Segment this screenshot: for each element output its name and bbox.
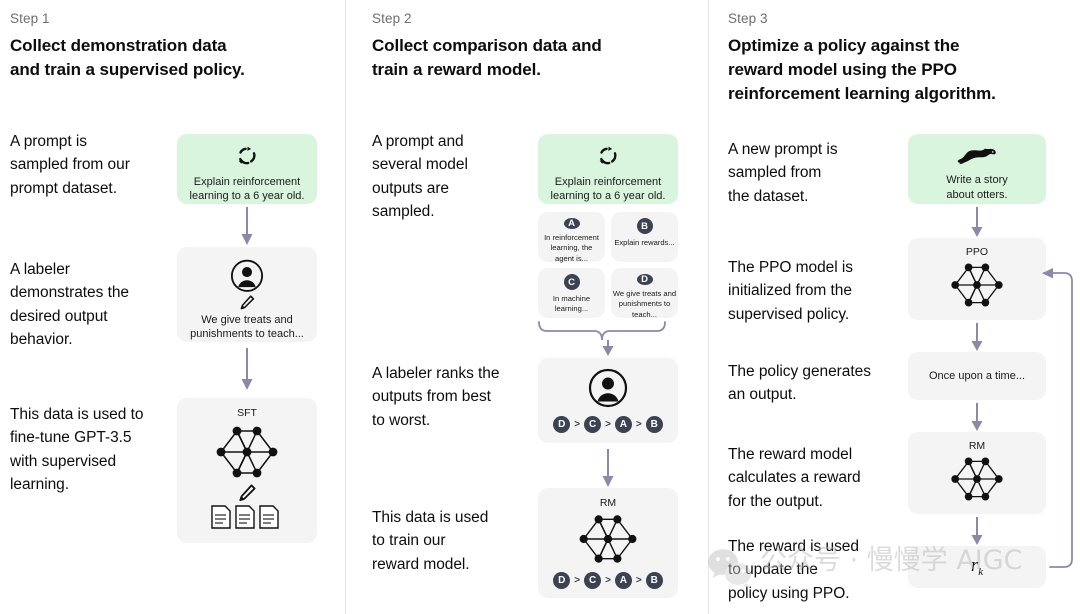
rank-separator: >: [574, 575, 581, 586]
arrow-down: [971, 403, 983, 431]
step-1-title: Collect demonstration data and train a s…: [10, 36, 245, 80]
arrow-down: [971, 323, 983, 351]
pencil-icon: [239, 484, 256, 502]
arrowhead: [238, 160, 244, 164]
step-3-title: Optimize a policy against the reward mod…: [728, 36, 996, 104]
option-text-d: We give treats and punishments to teach.…: [612, 289, 677, 319]
option-badge-b: B: [636, 218, 653, 234]
step-3-column: Step 3 Optimize a policy against the rew…: [708, 0, 1080, 614]
step-2-prompt-caption: Explain reinforcement learning to a 6 ye…: [550, 175, 666, 203]
reward-value: rk: [971, 555, 983, 578]
column-divider-1: [345, 0, 346, 614]
step-1-paragraph-3: This data is used to fine-tune GPT-3.5 w…: [10, 406, 144, 493]
rank-badge-2: C: [584, 572, 602, 589]
option-badge-d: D: [636, 274, 653, 285]
rank-badge-2: C: [584, 416, 602, 433]
ranking-row: D > C > A > B: [553, 572, 663, 589]
step-2-rm-title: RM: [599, 497, 617, 509]
step-1-paragraph-1: A prompt is sampled from our prompt data…: [10, 133, 130, 197]
step-3-rm-card[interactable]: RM: [908, 432, 1046, 514]
step-2-title: Collect comparison data and train a rewa…: [372, 36, 602, 80]
step-1-prompt-card[interactable]: Explain reinforcement learning to a 6 ye…: [177, 134, 317, 204]
brace-arrow-down: [538, 321, 666, 356]
person-circle-icon: [588, 368, 628, 408]
option-text-a: In reinforcement learning, the agent is.…: [544, 233, 599, 263]
step-1-column: Step 1 Collect demonstration data and tr…: [0, 0, 345, 614]
option-card-d[interactable]: D We give treats and punishments to teac…: [611, 268, 678, 319]
step-3-reward-card[interactable]: rk: [908, 546, 1046, 588]
step-3-paragraph-5: The reward is used to update the policy …: [728, 538, 859, 602]
step-2-column: Step 2 Collect comparison data and train…: [345, 0, 708, 614]
step-1-sft-title: SFT: [237, 407, 257, 419]
step-3-ppo-card[interactable]: PPO: [908, 238, 1046, 320]
step-3-paragraph-4: The reward model calculates a reward for…: [728, 446, 861, 510]
rank-badge-3: A: [614, 416, 632, 433]
rank-badge-4: B: [645, 572, 663, 589]
step-1-prompt-caption: Explain reinforcement learning to a 6 ye…: [189, 175, 305, 203]
option-card-b[interactable]: B Explain rewards...: [611, 212, 678, 262]
step-3-paragraph-2: The PPO model is initialized from the su…: [728, 259, 853, 323]
neural-network-icon: [951, 263, 1003, 307]
rank-badge-1: D: [553, 572, 571, 589]
step-2-rm-card[interactable]: RM: [538, 488, 678, 598]
neural-network-icon: [579, 515, 637, 563]
step-3-paragraph-1: A new prompt is sampled from the dataset…: [728, 141, 838, 205]
step-1-paragraph-2: A labeler demonstrates the desired outpu…: [10, 261, 129, 348]
arrow-down: [971, 207, 983, 237]
documents-icon: [211, 505, 279, 529]
step-2-paragraph-1: A prompt and several model outputs are s…: [372, 133, 468, 220]
arrow-down: [602, 449, 614, 487]
step-2-prompt-card[interactable]: Explain reinforcement learning to a 6 ye…: [538, 134, 678, 204]
refresh-cycle-icon: [599, 146, 617, 165]
rank-separator: >: [635, 419, 642, 430]
rank-separator: >: [574, 419, 581, 430]
step-1-sft-card[interactable]: SFT: [177, 398, 317, 543]
pencil-icon: [240, 295, 255, 309]
rank-separator: >: [605, 575, 611, 586]
arrow-down: [241, 348, 253, 390]
option-text-c: In machine learning...: [552, 294, 591, 314]
step-2-label: Step 2: [372, 11, 412, 26]
step-2-labeler-rank-card[interactable]: D > C > A > B: [538, 358, 678, 443]
option-card-a[interactable]: A In reinforcement learning, the agent i…: [538, 212, 605, 263]
ranking-row: D > C > A > B: [553, 416, 663, 433]
rank-badge-4: B: [645, 416, 663, 433]
reward-subscript: k: [978, 566, 984, 579]
column-divider-2: [708, 0, 709, 614]
step-1-labeler-caption: We give treats and punishments to teach.…: [190, 313, 304, 341]
step-1-labeler-card[interactable]: We give treats and punishments to teach.…: [177, 247, 317, 342]
otter-icon: [957, 148, 996, 165]
arrow-down: [971, 517, 983, 545]
neural-network-icon: [216, 426, 278, 478]
step-3-new-prompt-card[interactable]: Write a story about otters.: [908, 134, 1046, 204]
option-badge-c: C: [563, 274, 580, 290]
refresh-cycle-icon: [238, 146, 256, 165]
rank-separator: >: [635, 575, 642, 586]
step-3-paragraph-3: The policy generates an output.: [728, 363, 871, 404]
step-3-output-card[interactable]: Once upon a time...: [908, 352, 1046, 400]
feedback-loop-arrow: [1042, 268, 1073, 568]
step-2-paragraph-2: A labeler ranks the outputs from best to…: [372, 365, 500, 429]
option-text-b: Explain rewards...: [614, 238, 675, 247]
rank-badge-3: A: [614, 572, 632, 589]
neural-network-icon: [951, 457, 1003, 501]
step-3-ppo-title: PPO: [965, 246, 989, 258]
step-3-new-prompt-caption: Write a story about otters.: [946, 174, 1008, 201]
step-2-paragraph-3: This data is used to train our reward mo…: [372, 509, 489, 573]
step-3-output-caption: Once upon a time...: [929, 369, 1025, 382]
step-1-label: Step 1: [10, 11, 50, 26]
step-3-label: Step 3: [728, 11, 768, 26]
arrowhead: [247, 146, 252, 151]
option-badge-a: A: [563, 218, 580, 229]
arrow-down: [241, 207, 253, 245]
option-card-c[interactable]: C In machine learning...: [538, 268, 605, 318]
reward-symbol: r: [970, 555, 979, 577]
rank-badge-1: D: [553, 416, 571, 433]
rank-separator: >: [605, 419, 611, 430]
person-circle-icon: [230, 259, 264, 292]
step-3-rm-title: RM: [968, 440, 986, 452]
